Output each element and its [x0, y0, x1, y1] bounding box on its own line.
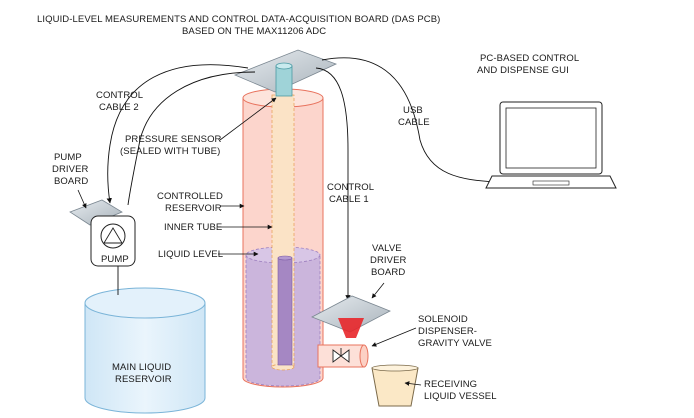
title-line-1: LIQUID-LEVEL MEASUREMENTS AND CONTROL DA…	[37, 14, 440, 25]
pump	[90, 215, 136, 267]
pc-gui-label-1: PC-BASED CONTROL	[480, 53, 579, 64]
control-cable-1-label-1: CONTROL	[327, 182, 374, 193]
pump-driver-board	[69, 199, 123, 226]
pump-driver-label-1: PUMP	[54, 152, 82, 163]
usb-cable-label-1: USB	[403, 105, 423, 116]
pressure-sensor-label-2: (SEALED WITH TUBE)	[120, 146, 220, 157]
solenoid-label-3: GRAVITY VALVE	[418, 338, 492, 349]
title-line-2: BASED ON THE MAX11206 ADC	[182, 26, 326, 37]
valve-driver-label-2: DRIVER	[370, 255, 407, 266]
pc-gui-label-2: AND DISPENSE GUI	[477, 65, 569, 76]
pressure-sensor	[275, 62, 293, 97]
control-cable-2b	[127, 71, 256, 206]
control-cable-1-label-2: CABLE 1	[329, 194, 369, 205]
control-cable-1	[315, 67, 351, 301]
pump-driver-label-2: DRIVER	[52, 164, 89, 175]
control-cable-2-label-1: CONTROL	[96, 90, 143, 101]
pump-driver-label-3: BOARD	[54, 176, 88, 187]
solenoid-label-2: DISPENSER-	[418, 326, 477, 337]
receiving-label-2: LIQUID VESSEL	[424, 391, 497, 402]
solenoid-valve	[317, 344, 369, 368]
dispense-indicator	[338, 318, 364, 338]
controlled-reservoir-label-2: RESERVOIR	[165, 203, 222, 214]
inner-tube-label: INNER TUBE	[164, 222, 222, 233]
liquid-level-label: LIQUID LEVEL	[158, 249, 223, 260]
main-reservoir-label-1: MAIN LIQUID	[112, 362, 171, 373]
receiving-label-1: RECEIVING	[424, 379, 477, 390]
controlled-reservoir-label-1: CONTROLLED	[157, 191, 223, 202]
control-cable-2	[106, 64, 249, 204]
usb-cable	[321, 57, 498, 185]
usb-cable-label-2: CABLE	[398, 117, 430, 128]
valve-driver-label-3: BOARD	[371, 267, 405, 278]
leader-lines	[77, 97, 422, 386]
pressure-sensor-label-1: PRESSURE SENSOR	[125, 134, 222, 145]
control-cable-2-label-2: CABLE 2	[99, 102, 139, 113]
inner-tube	[271, 94, 295, 371]
laptop-icon	[485, 101, 617, 189]
valve-driver-board	[311, 295, 391, 333]
labels: LIQUID-LEVEL MEASUREMENTS AND CONTROL DA…	[37, 14, 579, 402]
main-reservoir-label-2: RESERVOIR	[115, 374, 172, 385]
pump-label: PUMP	[101, 254, 129, 265]
receiving-vessel	[371, 364, 419, 407]
main-liquid-reservoir	[84, 287, 206, 414]
valve-driver-label-1: VALVE	[372, 243, 402, 254]
solenoid-label-1: SOLENOID	[418, 314, 468, 325]
